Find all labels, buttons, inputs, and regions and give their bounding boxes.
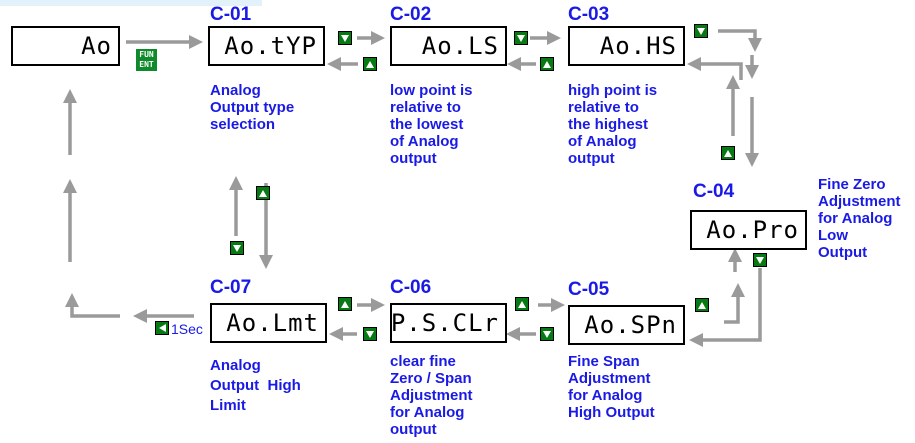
down-key-icon[interactable]	[514, 31, 528, 45]
arrow-c04-to-c05	[689, 268, 762, 347]
up-key-icon[interactable]	[363, 57, 377, 71]
lcd-c02: Ao.LS	[390, 26, 507, 66]
desc-c04: Fine Zero Adjustment for Analog Low Outp…	[818, 176, 901, 261]
code-c06: C-06	[390, 277, 432, 298]
desc-c06: clear fine Zero / Span Adjustment for An…	[390, 353, 473, 438]
up-key-icon[interactable]	[695, 298, 709, 312]
down-key-icon[interactable]	[540, 327, 554, 341]
down-key-icon[interactable]	[230, 241, 244, 255]
arrow-c03-back	[687, 57, 743, 80]
arrow-c05-to-c04	[724, 283, 745, 324]
desc-c01: Analog Output type selection	[210, 82, 295, 133]
ent-label: ENT	[139, 60, 154, 69]
lcd-c07: Ao.Lmt	[210, 303, 327, 343]
lcd-c05: Ao.SPn	[568, 305, 685, 345]
code-c04: C-04	[693, 181, 735, 202]
lcd-c01: Ao.tYP	[208, 26, 325, 66]
lcd-c04: Ao.Pro	[690, 210, 807, 250]
arrow-return-corner	[65, 293, 120, 318]
down-key-icon[interactable]	[363, 327, 377, 341]
header-band	[0, 0, 262, 6]
up-key-icon[interactable]	[256, 186, 270, 200]
code-c02: C-02	[390, 4, 432, 25]
desc-c07: Analog Output High Limit	[210, 357, 301, 414]
lcd-ao: Ao	[11, 26, 120, 66]
hold-left-key[interactable]: 1Sec	[155, 319, 215, 339]
down-key-icon[interactable]	[338, 31, 352, 45]
fun-ent-key-icon[interactable]: FUN ENT	[136, 49, 157, 71]
arrow-c03-wrap	[718, 29, 762, 52]
up-key-icon[interactable]	[540, 57, 554, 71]
code-c03: C-03	[568, 4, 610, 25]
code-c05: C-05	[568, 279, 610, 300]
fun-label: FUN	[139, 50, 154, 59]
down-key-icon[interactable]	[753, 253, 767, 267]
up-key-icon[interactable]	[721, 146, 735, 160]
down-key-icon[interactable]	[694, 24, 708, 38]
up-key-icon[interactable]	[515, 297, 529, 311]
desc-c03: high point is relative to the highest of…	[568, 82, 658, 167]
lcd-c03: Ao.HS	[568, 26, 685, 66]
lcd-c06: P.S.CLr	[390, 303, 507, 343]
desc-c02: low point is relative to the lowest of A…	[390, 82, 473, 167]
code-c01: C-01	[210, 4, 252, 25]
desc-c05: Fine Span Adjustment for Analog High Out…	[568, 353, 655, 421]
up-key-icon[interactable]	[338, 297, 352, 311]
left-key-icon[interactable]	[155, 321, 169, 335]
code-c07: C-07	[210, 277, 252, 298]
hold-duration-label: 1Sec	[171, 321, 203, 337]
